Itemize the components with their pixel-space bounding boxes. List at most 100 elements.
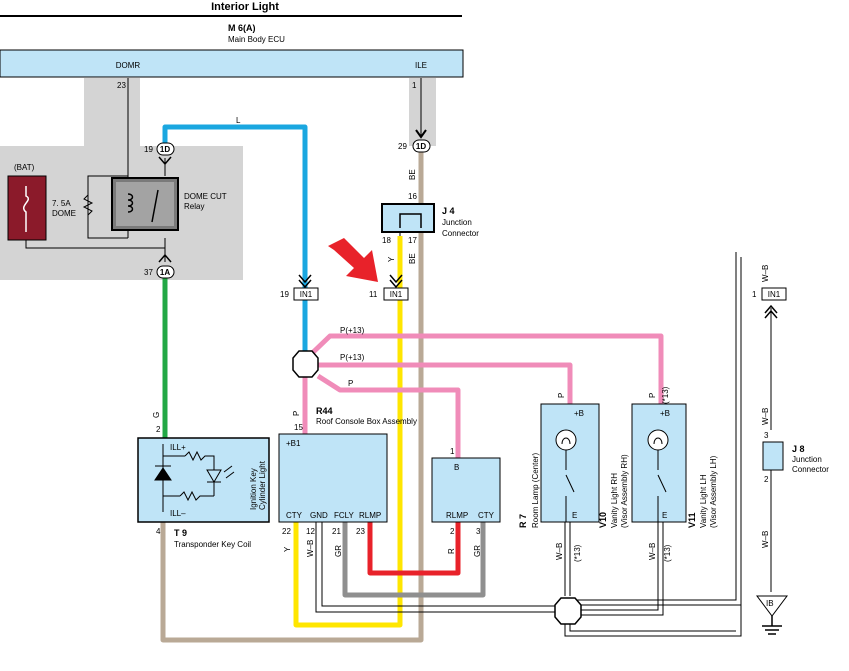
splice-octagon-bottom (554, 597, 582, 625)
block2-box (431, 457, 501, 523)
wire-red (367, 522, 461, 576)
r44-term-fcly: FCLY (334, 511, 355, 520)
r44-pin-23: 23 (356, 527, 365, 536)
v11-sub: (Visor Assembly LH) (709, 455, 718, 528)
r44-pin-22: 22 (282, 527, 291, 536)
t9-ill-minus: ILL– (170, 509, 186, 518)
j4-pin-18: 18 (382, 236, 391, 245)
wire-label-p-c: P (557, 393, 566, 398)
red-pointer-arrow (328, 238, 378, 282)
wire-label-star13-r7: (*13) (573, 544, 582, 562)
ecu-box (0, 49, 464, 78)
wire-brown (160, 152, 424, 643)
block2-term-rlmp: RLMP (446, 511, 468, 520)
j4-name: Junction (442, 218, 472, 227)
r44-name: Roof Console Box Assembly (316, 417, 417, 426)
j8-code: J 8 (792, 444, 805, 454)
ecu-pin-num-ile: 1 (412, 81, 417, 90)
conn-in1-right: IN1 1 (752, 287, 787, 319)
r44-term-gnd: GND (310, 511, 328, 520)
svg-text:+B: +B (574, 409, 584, 418)
block2-b: B (454, 463, 459, 472)
ecu-pin-ile: ILE (415, 61, 427, 70)
bat-label: (BAT) (14, 163, 35, 172)
wire-pink-2 (318, 362, 573, 404)
relay-switch (151, 189, 159, 223)
svg-text:29: 29 (398, 142, 407, 151)
v10-sub: (Visor Assembly RH) (620, 454, 629, 528)
wire-label-wb-low: W–B (306, 540, 315, 557)
fuse-rating: 7. 5A (52, 199, 71, 208)
wire-label-wb-v11: W–B (648, 543, 657, 560)
j4-sub: Connector (442, 229, 479, 238)
j8-name: Junction (792, 455, 822, 464)
r44-term-rlmp: RLMP (359, 511, 381, 520)
conn-1D-top: 1D 19 (144, 142, 175, 166)
t9-code: T 9 (174, 528, 187, 538)
wire-label-wb-right-low: W–B (761, 531, 770, 548)
t9-side: Ignition Key (249, 468, 258, 510)
v10-name: Vanity Light RH (610, 473, 619, 528)
svg-text:IN1: IN1 (390, 290, 403, 299)
j4-box (381, 203, 435, 233)
r44-pin-21: 21 (332, 527, 341, 536)
svg-text:1A: 1A (160, 268, 170, 277)
conn-1A: 1A 37 (144, 253, 175, 279)
wire-label-r: R (447, 548, 456, 554)
wire-label-star13-top: (*13) (661, 386, 670, 404)
wire-label-gr-b2: GR (473, 545, 482, 557)
j8-sub: Connector (792, 465, 829, 474)
wire-label-p13-a: P(+13) (340, 326, 365, 335)
wire-pink-1 (303, 333, 664, 404)
ecu-pin-num-domr: 23 (117, 81, 126, 90)
wire-label-gr-low: GR (334, 545, 343, 557)
wire-label-be-mid: BE (408, 253, 417, 264)
svg-text:+B: +B (660, 409, 670, 418)
svg-text:IN1: IN1 (300, 290, 313, 299)
fuse-name: DOME (52, 209, 76, 218)
wire-label-wb-r7: W–B (555, 543, 564, 560)
block2-pin-3: 3 (476, 527, 481, 536)
wire-label-wb-right-mid: W–B (761, 408, 770, 425)
conn-in1-mid: IN1 11 (369, 274, 409, 301)
j4-pin-17: 17 (408, 236, 417, 245)
r44-b1: +B1 (286, 439, 301, 448)
relay-name: DOME CUT (184, 192, 227, 201)
r44-pin-12: 12 (306, 527, 315, 536)
j8-pin-2: 2 (764, 475, 769, 484)
ground-triangle (756, 595, 788, 617)
ecu-name: Main Body ECU (228, 35, 285, 44)
wire-label-y: Y (387, 256, 396, 262)
bat-fuse-icon (23, 186, 29, 232)
j4-bus (399, 213, 422, 228)
fuse-resistor-icon (82, 194, 94, 216)
splice-octagon-top (292, 350, 319, 378)
ecu-pin-domr: DOMR (116, 61, 141, 70)
block2-pin-2: 2 (450, 527, 455, 536)
v10-lamp: +B E (631, 403, 687, 523)
conn-in1-left: IN1 19 (280, 274, 319, 301)
t9-ill-plus: ILL+ (170, 443, 186, 452)
wire-label-p-b: P (292, 411, 301, 416)
r44-box (278, 433, 388, 523)
relay-inner (116, 182, 174, 226)
bat-box (7, 175, 47, 241)
svg-text:19: 19 (144, 145, 153, 154)
wire-label-p-a: P (348, 379, 353, 388)
ground-symbol (762, 616, 782, 635)
r7-code: R 7 (518, 514, 528, 528)
wire-label-y-low: Y (283, 546, 292, 552)
relay-sub: Relay (184, 202, 204, 211)
v10-code: V10 (598, 512, 608, 528)
r44-term-cty: CTY (286, 511, 303, 520)
ecu-code: M 6(A) (228, 23, 256, 33)
v11-name: Vanity Light LH (699, 474, 708, 528)
j4-code: J 4 (442, 206, 455, 216)
colored-wires (160, 124, 664, 643)
svg-text:1: 1 (752, 290, 757, 299)
wire-label-be-top: BE (408, 169, 417, 180)
wire-gray (342, 522, 486, 598)
t9-pin-bottom: 4 (156, 527, 161, 536)
r44-code: R44 (316, 406, 333, 416)
